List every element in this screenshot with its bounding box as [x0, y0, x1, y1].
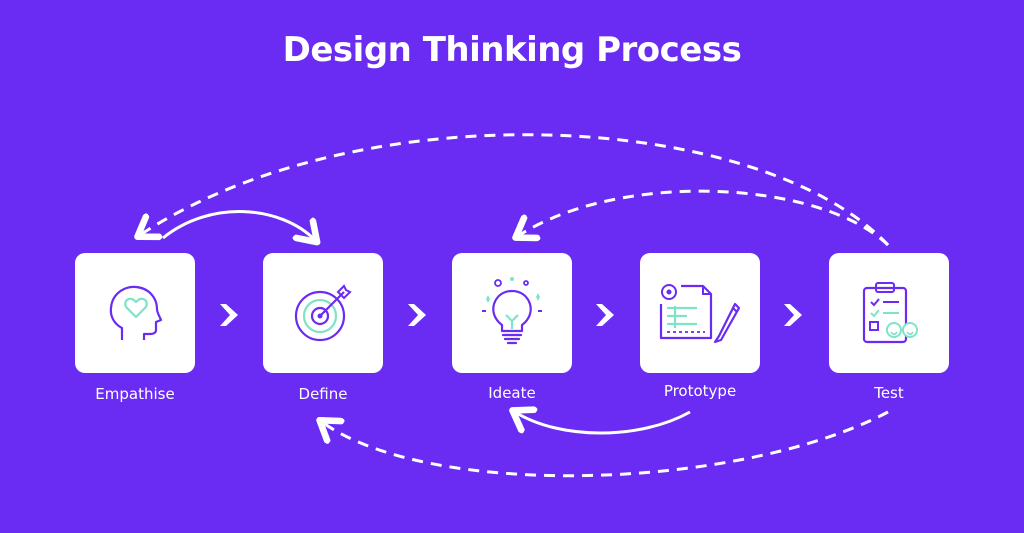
- step-card-test: [829, 253, 949, 373]
- step-label-test: Test: [874, 384, 904, 402]
- step-card-ideate: [452, 253, 572, 373]
- blueprint-pencil-icon: [659, 284, 741, 344]
- loop-arrow-test-to-empathise: [140, 133, 890, 247]
- lightbulb-icon: [482, 277, 542, 345]
- step-label-define: Define: [298, 385, 348, 403]
- chevron-right-icon: [406, 302, 430, 332]
- step-label-ideate: Ideate: [488, 384, 536, 402]
- chevron-right-icon: [594, 302, 618, 332]
- step-card-define: [263, 253, 383, 373]
- chevron-right-icon: [218, 302, 242, 332]
- head-heart-icon: [109, 285, 163, 340]
- arrow-prototype-to-ideate: [515, 412, 691, 435]
- step-label-prototype: Prototype: [663, 382, 737, 400]
- clipboard-checklist-icon: [862, 282, 918, 344]
- step-card-prototype: [640, 253, 760, 373]
- target-arrow-icon: [294, 284, 352, 342]
- arrow-empathise-to-define: [162, 210, 315, 240]
- chevron-right-icon: [782, 302, 806, 332]
- step-card-empathise: [75, 253, 195, 373]
- step-label-empathise: Empathise: [95, 385, 175, 403]
- loop-arrow-test-to-define: [322, 410, 889, 478]
- loop-arrow-test-to-ideate: [518, 189, 890, 247]
- page-title: Design Thinking Process: [282, 30, 742, 70]
